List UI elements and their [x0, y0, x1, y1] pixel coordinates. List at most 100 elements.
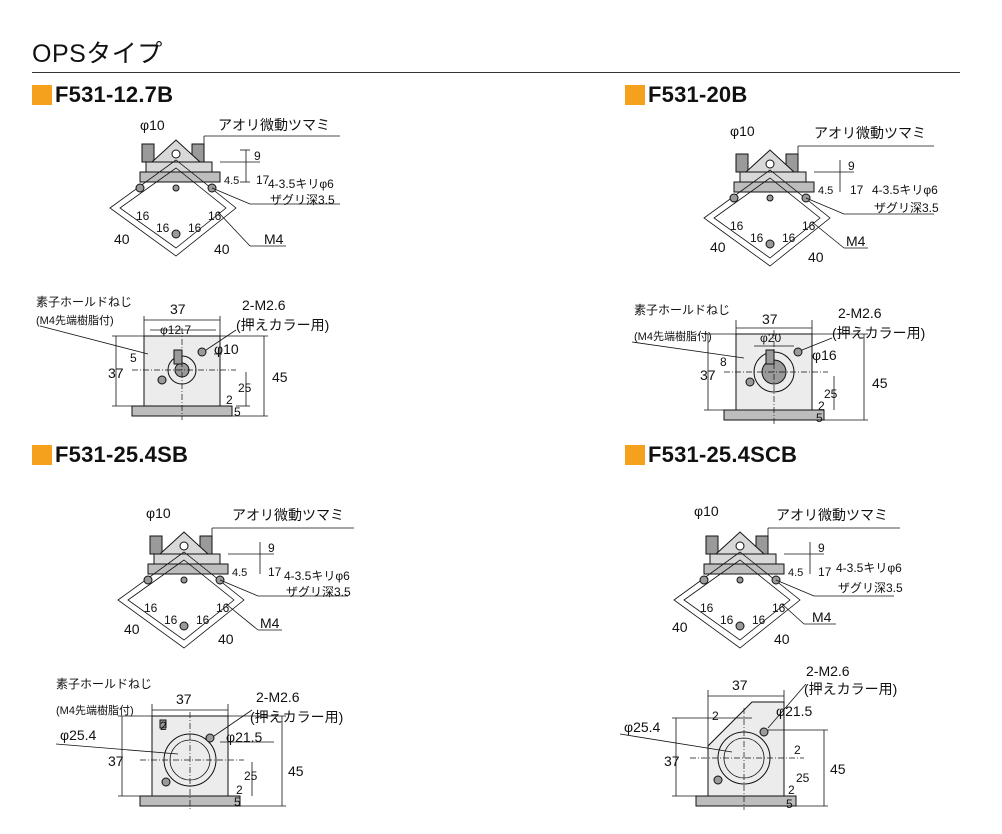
hold-screw-label: 素子ホールドねじ: [36, 295, 132, 309]
base-outline: [117, 551, 245, 649]
front-view-drawing: 素子ホールドねじ (M4先端樹脂付) 37 2-M2.6 (押えカラー用) 2 …: [55, 677, 343, 810]
front-view-drawing: 素子ホールドねじ (M4先端樹脂付) 37 2-M2.6 (押えカラー用) φ1…: [36, 295, 329, 420]
hole-icon: [171, 229, 181, 239]
section-header-f531-12-7b: F531-12.7B: [32, 82, 173, 108]
dim-40: 40: [672, 619, 688, 635]
dim-40: 40: [774, 631, 790, 647]
collar-note: (押えカラー用): [832, 325, 925, 341]
thread-spec: 2-M2.6: [242, 297, 286, 313]
dim-5b: 5: [816, 411, 823, 425]
dim-5b: 5: [234, 405, 241, 419]
dim-17: 17: [818, 565, 832, 579]
collar-note: (押えカラー用): [250, 709, 343, 725]
collar-screw-icon: [759, 727, 769, 737]
dim-25: 25: [244, 769, 258, 783]
dim-16: 16: [782, 231, 796, 245]
hold-screw-label: 素子ホールドねじ: [56, 677, 152, 691]
hole-spec: 4-3.5キリφ6: [872, 183, 938, 197]
collar-diameter: φ10: [214, 341, 239, 357]
dim-40: 40: [214, 241, 230, 257]
dim-16: 16: [750, 231, 764, 245]
base-outline: [109, 159, 237, 257]
thread-m4: M4: [260, 615, 280, 631]
pivot-icon: [179, 541, 189, 551]
hold-screw-note: (M4先端樹脂付): [634, 329, 712, 343]
height-45: 45: [872, 375, 888, 391]
section-title: F531-20B: [648, 82, 748, 107]
dim-37: 37: [170, 301, 186, 317]
dim-25: 25: [796, 771, 810, 785]
mount-base: [139, 171, 221, 183]
dim-16: 16: [164, 613, 178, 627]
base-inner-outline: [119, 167, 227, 249]
knob-diameter-label: φ10: [694, 503, 719, 519]
dim-2-top: 2: [160, 719, 167, 733]
holder-base: [695, 795, 797, 807]
pivot-icon: [171, 149, 181, 159]
orange-marker-icon: [625, 445, 645, 465]
knob-icon: [705, 535, 719, 555]
dim-16: 16: [208, 209, 222, 223]
dim-4-5: 4.5: [818, 185, 833, 197]
knob-note: アオリ微動ツマミ: [776, 507, 888, 523]
dim-16: 16: [156, 221, 170, 235]
collar-screw-icon: [205, 733, 215, 743]
dim-4-5: 4.5: [232, 567, 247, 579]
section-title: F531-25.4SCB: [648, 442, 798, 467]
hole-icon: [729, 193, 739, 203]
hole-spec: 4-3.5キリφ6: [836, 561, 902, 575]
orange-marker-icon: [32, 85, 52, 105]
height-37: 37: [108, 753, 124, 769]
dim-4-5: 4.5: [224, 175, 239, 187]
dim-16: 16: [136, 209, 150, 223]
collar-note: (押えカラー用): [804, 681, 897, 697]
collar-screw-icon: [157, 375, 167, 385]
dim-40: 40: [114, 231, 130, 247]
dim-2-side: 2: [794, 743, 801, 757]
hole-icon: [699, 575, 709, 585]
hole-icon: [766, 194, 774, 202]
knob-diameter-label: φ10: [730, 123, 755, 139]
orange-marker-icon: [32, 445, 52, 465]
top-view-drawing: φ10 アオリ微動ツマミ 9 17 4.5 4-3.5キリφ6 ザグリ深3.5 …: [109, 117, 340, 257]
hole-icon: [135, 183, 145, 193]
knob-note: アオリ微動ツマミ: [232, 507, 344, 523]
collar-diameter: φ21.5: [776, 703, 813, 719]
counterbore-spec: ザグリ深3.5: [270, 193, 335, 207]
dim-9: 9: [268, 541, 275, 555]
pivot-icon: [735, 541, 745, 551]
height-45: 45: [288, 763, 304, 779]
dim-17: 17: [256, 173, 270, 187]
top-view-drawing: φ10 アオリ微動ツマミ 9 17 4.5 4-3.5キリφ6 ザグリ深3.5 …: [117, 505, 354, 649]
thread-spec: 2-M2.6: [838, 305, 882, 321]
pivot-icon: [765, 159, 775, 169]
collar-note: (押えカラー用): [236, 317, 329, 333]
dim-25: 25: [824, 387, 838, 401]
height-45: 45: [272, 369, 288, 385]
dim-40: 40: [808, 249, 824, 265]
thread-m4: M4: [846, 233, 866, 249]
dim-2: 2: [236, 783, 243, 797]
dim-17: 17: [268, 565, 282, 579]
mount-base: [703, 563, 785, 575]
base-outline: [673, 551, 801, 649]
thread-m4: M4: [812, 609, 832, 625]
dim-9: 9: [818, 541, 825, 555]
dim-16: 16: [700, 601, 714, 615]
hold-screw-icon: [159, 719, 167, 729]
dim-16: 16: [720, 613, 734, 627]
front-view-drawing: 素子ホールドねじ (M4先端樹脂付) 37 2-M2.6 (押えカラー用) φ2…: [631, 303, 925, 425]
collar-screw-icon: [793, 347, 803, 357]
dim-9: 9: [848, 159, 855, 173]
dim-16: 16: [188, 221, 202, 235]
hold-screw-label: 素子ホールドねじ: [634, 303, 730, 317]
hold-screw-icon: [173, 349, 183, 365]
height-37: 37: [108, 365, 124, 381]
knob-icon: [735, 153, 749, 173]
dim-16: 16: [144, 601, 158, 615]
dim-5b: 5: [786, 797, 793, 811]
hole-spec: 4-3.5キリφ6: [268, 177, 334, 191]
knob-note: アオリ微動ツマミ: [814, 125, 926, 141]
dim-16: 16: [196, 613, 210, 627]
dim-40: 40: [710, 239, 726, 255]
